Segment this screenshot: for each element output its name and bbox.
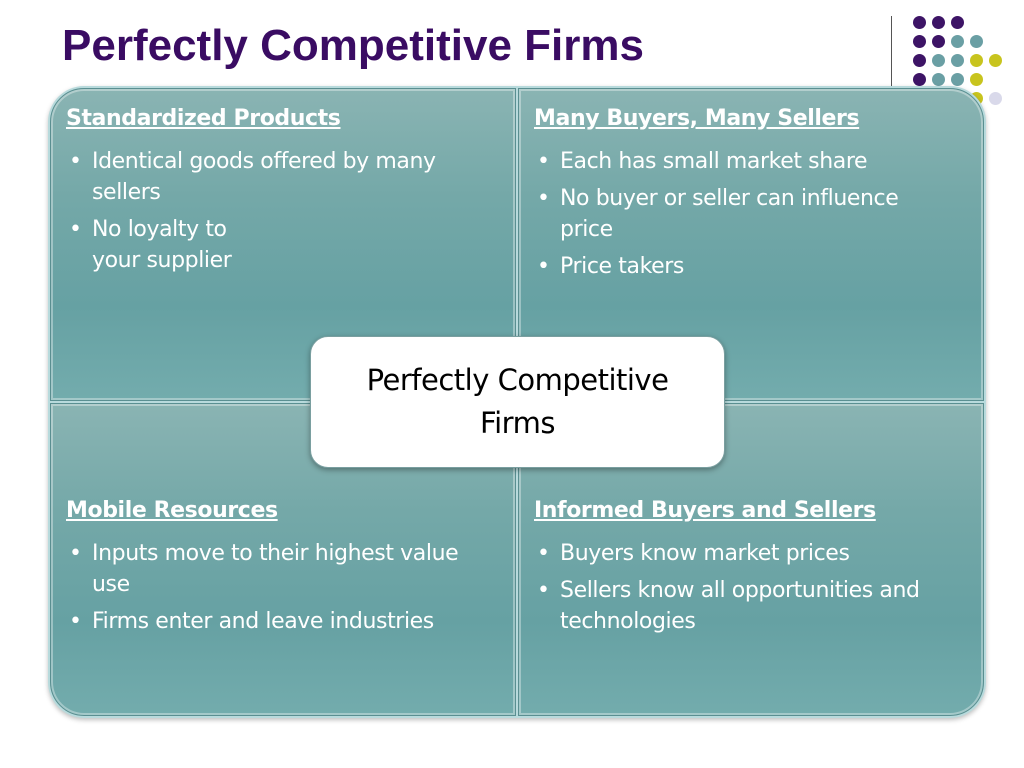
bullet-item: Identical goods offered by many sellers	[66, 146, 461, 208]
center-label-box: Perfectly Competitive Firms	[310, 336, 725, 468]
sub-bullet-item: Price takers	[534, 251, 954, 282]
bullet-list: Inputs move to their highest value use F…	[66, 538, 496, 643]
quadrant-heading: Many Buyers, Many Sellers	[534, 106, 860, 131]
bullet-list: Buyers know market prices Sellers know a…	[534, 538, 969, 643]
quadrant-heading: Mobile Resources	[66, 498, 278, 523]
bullet-item: No buyer or seller can influence price	[534, 183, 954, 245]
decorative-dot	[951, 16, 964, 29]
decorative-dot	[932, 73, 945, 86]
quadrant-heading: Standardized Products	[66, 106, 341, 131]
slide-title: Perfectly Competitive Firms	[62, 21, 644, 70]
decorative-dot	[913, 73, 926, 86]
bullet-list: Identical goods offered by many sellers …	[66, 146, 461, 282]
decorative-dot	[932, 35, 945, 48]
bullet-item: Inputs move to their highest value use	[66, 538, 496, 600]
bullet-item: Buyers know market prices	[534, 538, 969, 569]
title-divider-line	[891, 16, 892, 100]
decorative-dot	[989, 92, 1002, 105]
decorative-dot	[913, 35, 926, 48]
decorative-dot	[951, 54, 964, 67]
decorative-dot	[951, 73, 964, 86]
bullet-item: Firms enter and leave industries	[66, 606, 496, 637]
decorative-dot	[932, 16, 945, 29]
bullet-item: No loyalty to your supplier	[66, 214, 242, 276]
decorative-dot	[970, 54, 983, 67]
quadrant-heading: Informed Buyers and Sellers	[534, 498, 876, 523]
decorative-dot	[970, 35, 983, 48]
bullet-list: Each has small market share No buyer or …	[534, 146, 954, 288]
decorative-dot	[951, 35, 964, 48]
decorative-dot	[913, 16, 926, 29]
center-label: Perfectly Competitive Firms	[366, 363, 669, 440]
decorative-dot	[970, 73, 983, 86]
decorative-dot	[989, 54, 1002, 67]
quadrant-informed-buyers-and-sellers: Informed Buyers and Sellers Buyers know …	[518, 403, 984, 716]
decorative-dot	[932, 54, 945, 67]
bullet-item: Sellers know all opportunities and techn…	[534, 575, 969, 637]
bullet-item: Each has small market share	[534, 146, 954, 177]
decorative-dot	[913, 54, 926, 67]
